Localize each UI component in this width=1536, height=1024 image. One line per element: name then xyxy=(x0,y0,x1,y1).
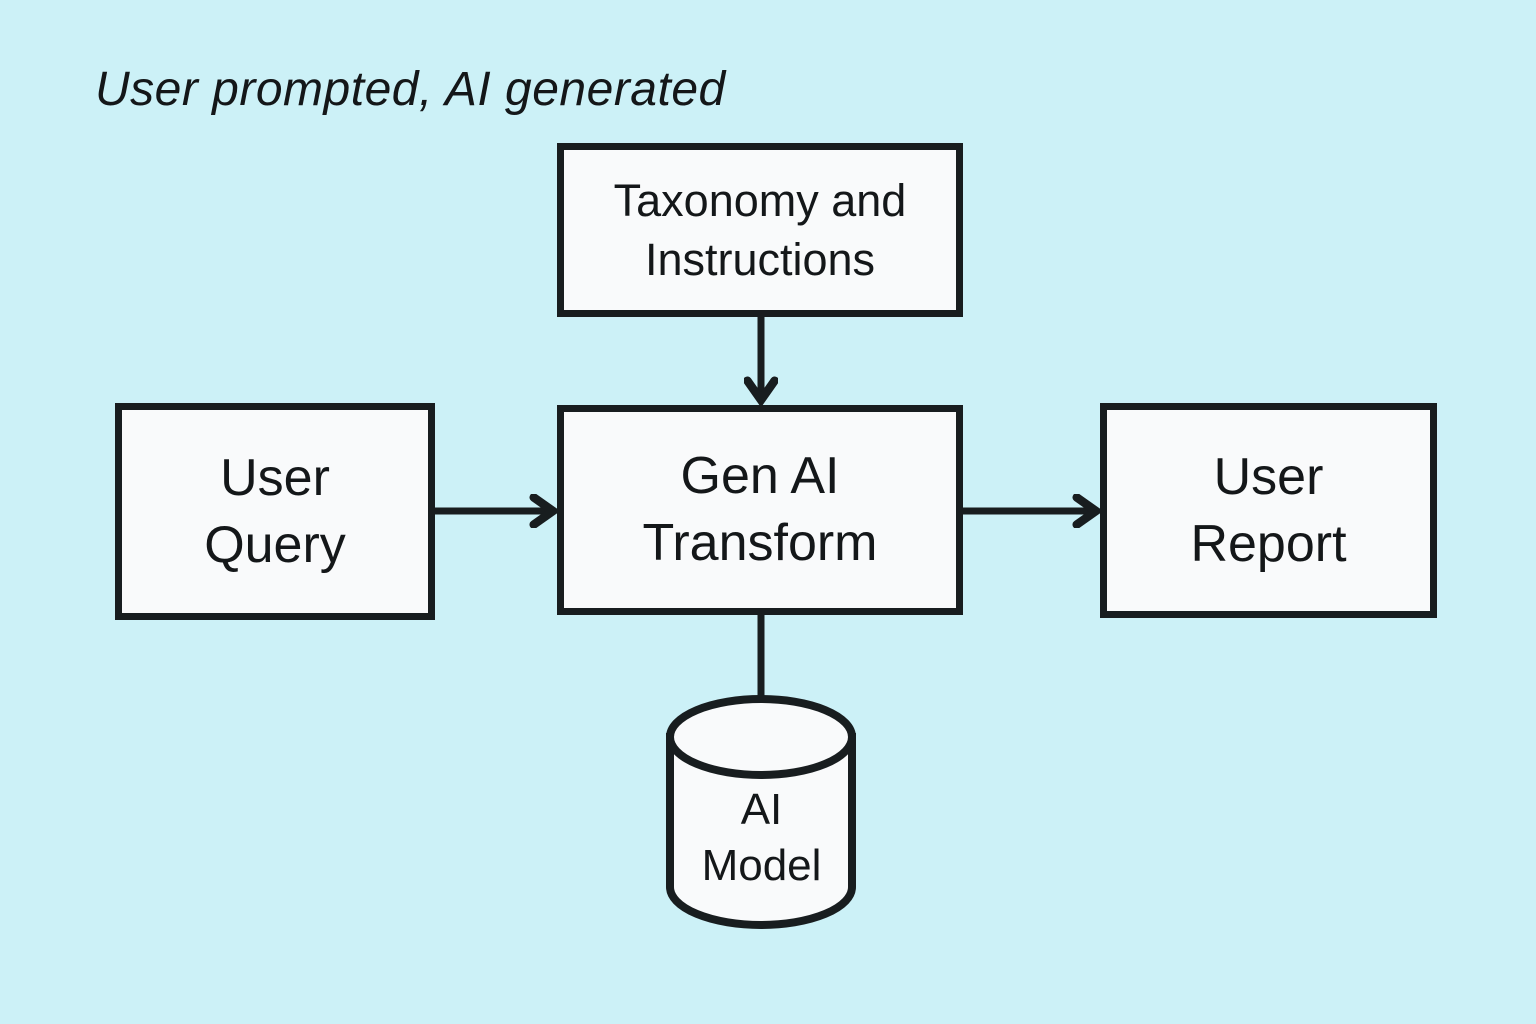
node-label-line: AI xyxy=(740,784,783,834)
cylinder-top xyxy=(666,695,856,779)
node-label-line: Gen AI xyxy=(680,447,840,506)
node-label-line: Report xyxy=(1190,514,1347,573)
node-label-line: User xyxy=(220,448,330,507)
node-label-line: Instructions xyxy=(644,234,876,285)
node-user-report: User Report xyxy=(1100,403,1437,618)
node-label-line: Query xyxy=(204,515,346,574)
node-gen-ai-transform: Gen AI Transform xyxy=(557,405,963,615)
node-label-line: User xyxy=(1213,447,1324,506)
node-ai-model: AI Model xyxy=(670,780,853,895)
node-label-line: Taxonomy and xyxy=(613,174,907,226)
node-label-line: Model xyxy=(701,840,822,890)
diagram-title: User prompted, AI generated xyxy=(95,63,726,116)
node-user-query: User Query xyxy=(115,403,435,620)
node-label-line: Transform xyxy=(642,514,878,572)
ai-model-cylinder xyxy=(666,695,856,929)
node-taxonomy-and-instructions: Taxonomy and Instructions xyxy=(557,143,963,317)
cylinder-body xyxy=(666,733,856,929)
